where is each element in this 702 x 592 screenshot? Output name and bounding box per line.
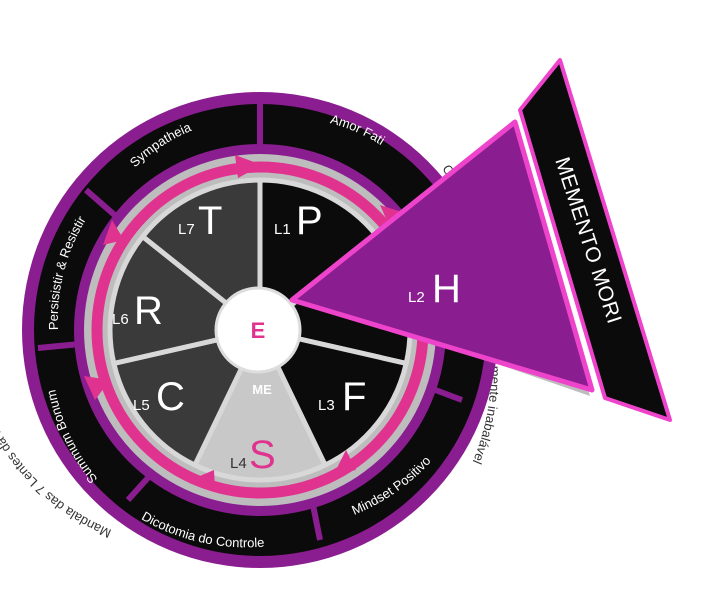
me-logo: ME (252, 382, 272, 397)
flow-arrows (84, 155, 402, 490)
svg-text:L1: L1 (274, 221, 291, 238)
slice-f (257, 327, 409, 468)
svg-text:L7: L7 (178, 221, 195, 238)
svg-text:L4: L4 (230, 455, 247, 472)
svg-text:S: S (249, 433, 276, 477)
svg-text:T: T (198, 199, 222, 243)
svg-text:F: F (342, 375, 366, 419)
lens-p: L1 P (274, 199, 323, 243)
slice-t (140, 177, 263, 333)
svg-text:L6: L6 (112, 311, 129, 328)
lens-s: L4 S (230, 433, 276, 477)
lens-t: L7 T (178, 199, 222, 243)
svg-text:L5: L5 (133, 397, 150, 414)
memento-mori-blade: MEMENTO MORI (289, 58, 672, 422)
lens-f: L3 F (318, 375, 366, 419)
slice-p (257, 177, 380, 333)
svg-text:C: C (156, 375, 185, 419)
center-letter: E (251, 318, 266, 343)
slice-s (192, 327, 328, 483)
lens-r: L6 R (112, 289, 163, 333)
lens-h: L2 H (408, 267, 461, 311)
svg-text:P: P (296, 199, 323, 243)
svg-text:H: H (432, 267, 461, 311)
svg-text:L2: L2 (408, 289, 425, 306)
svg-text:L3: L3 (318, 397, 335, 414)
center-circle (214, 286, 302, 374)
lens-c: L5 C (133, 375, 185, 419)
svg-text:R: R (134, 289, 163, 333)
slice-c (111, 327, 263, 468)
